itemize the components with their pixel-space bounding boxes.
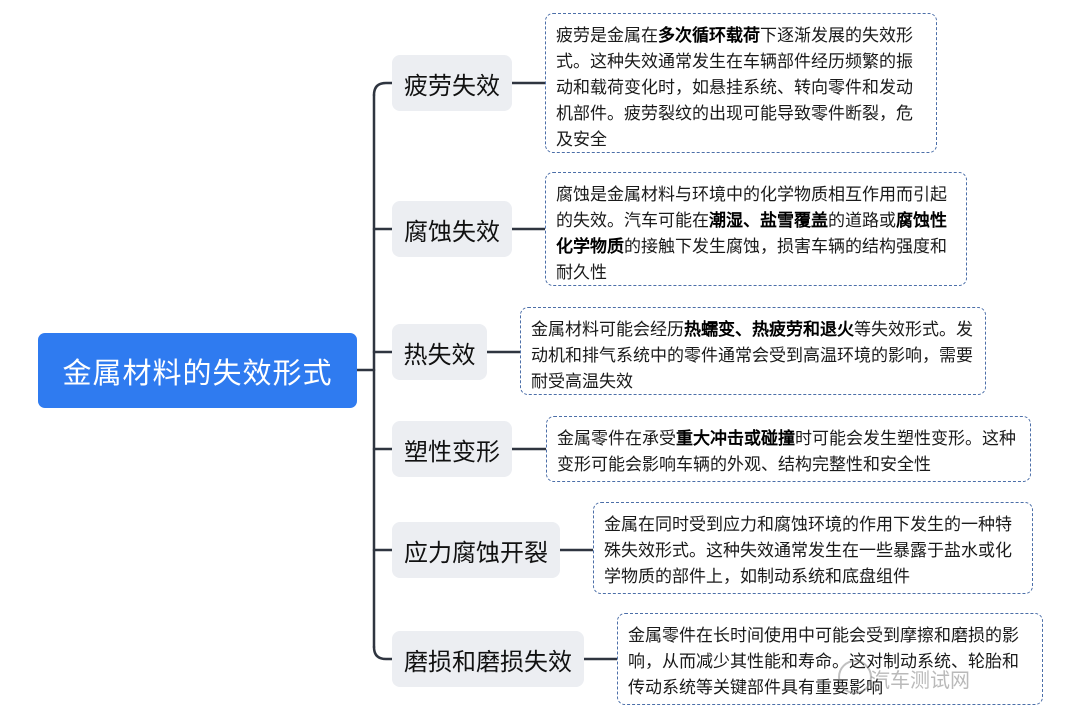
- branch-connector-0: [372, 81, 394, 97]
- note-emphasis: 腐蚀性化学物质: [556, 211, 947, 257]
- branch-plastic-deformation[interactable]: 塑性变形: [392, 421, 512, 477]
- note-text: 时可能会发生塑性变形。这种变形可能会影响车辆的外观、结构完整性和安全性: [557, 429, 1016, 475]
- branch-fatigue-failure[interactable]: 疲劳失效: [392, 55, 512, 111]
- note-plastic-deformation[interactable]: 金属零件在承受重大冲击或碰撞时可能会发生塑性变形。这种变形可能会影响车辆的外观、…: [546, 416, 1031, 482]
- branch-stress-corrosion-cracking[interactable]: 应力腐蚀开裂: [392, 522, 560, 578]
- branch-thermal-failure[interactable]: 热失效: [392, 324, 487, 380]
- note-text: 的道路或: [828, 211, 896, 231]
- watermark-logo-icon: [838, 660, 872, 694]
- note-text: 疲劳是金属在: [556, 26, 658, 46]
- note-emphasis: 多次循环载荷: [658, 26, 760, 46]
- note-thermal-failure[interactable]: 金属材料可能会经历热蠕变、热疲劳和退火等失效形式。发动机和排气系统中的零件通常会…: [520, 307, 986, 395]
- note-text: 金属在同时受到应力和腐蚀环境的作用下发生的一种特殊失效形式。这种失效通常发生在一…: [604, 515, 1012, 587]
- note-stress-corrosion-cracking[interactable]: 金属在同时受到应力和腐蚀环境的作用下发生的一种特殊失效形式。这种失效通常发生在一…: [593, 502, 1033, 594]
- note-text: 金属零件在长时间使用中可能会受到摩擦和磨损的影响，从而减少其性能和寿命。这对制动…: [628, 626, 1019, 698]
- root-topic[interactable]: 金属材料的失效形式: [38, 333, 357, 408]
- note-text: 的接触下发生腐蚀，损害车辆的结构强度和耐久性: [556, 237, 947, 283]
- note-text: 金属材料可能会经历: [531, 320, 684, 340]
- branch-connector-5: [372, 645, 394, 661]
- note-text: 腐蚀是金属材料与环境中的化学物质相互作用而引起的失效。汽车可能在: [556, 185, 947, 231]
- note-wear-failure[interactable]: 金属零件在长时间使用中可能会受到摩擦和磨损的影响，从而减少其性能和寿命。这对制动…: [617, 613, 1043, 705]
- watermark: 汽车测试网: [870, 668, 970, 692]
- note-emphasis: 潮湿、盐雪覆盖: [709, 211, 828, 231]
- note-corrosion-failure[interactable]: 腐蚀是金属材料与环境中的化学物质相互作用而引起的失效。汽车可能在潮湿、盐雪覆盖的…: [545, 172, 967, 286]
- branch-corrosion-failure[interactable]: 腐蚀失效: [392, 201, 512, 257]
- note-emphasis: 热蠕变、热疲劳和退火: [684, 320, 854, 340]
- note-text: 下逐渐发展的失效形式。这种失效通常发生在车辆部件经历频繁的振动和载荷变化时，如悬…: [556, 26, 913, 150]
- note-text: 等失效形式。发动机和排气系统中的零件通常会受到高温环境的影响，需要耐受高温失效: [531, 320, 973, 392]
- note-emphasis: 重大冲击或碰撞: [676, 429, 795, 449]
- note-text: 金属零件在承受: [557, 429, 676, 449]
- note-fatigue-failure[interactable]: 疲劳是金属在多次循环载荷下逐渐发展的失效形式。这种失效通常发生在车辆部件经历频繁…: [545, 13, 937, 153]
- branch-wear-failure[interactable]: 磨损和磨损失效: [392, 631, 584, 687]
